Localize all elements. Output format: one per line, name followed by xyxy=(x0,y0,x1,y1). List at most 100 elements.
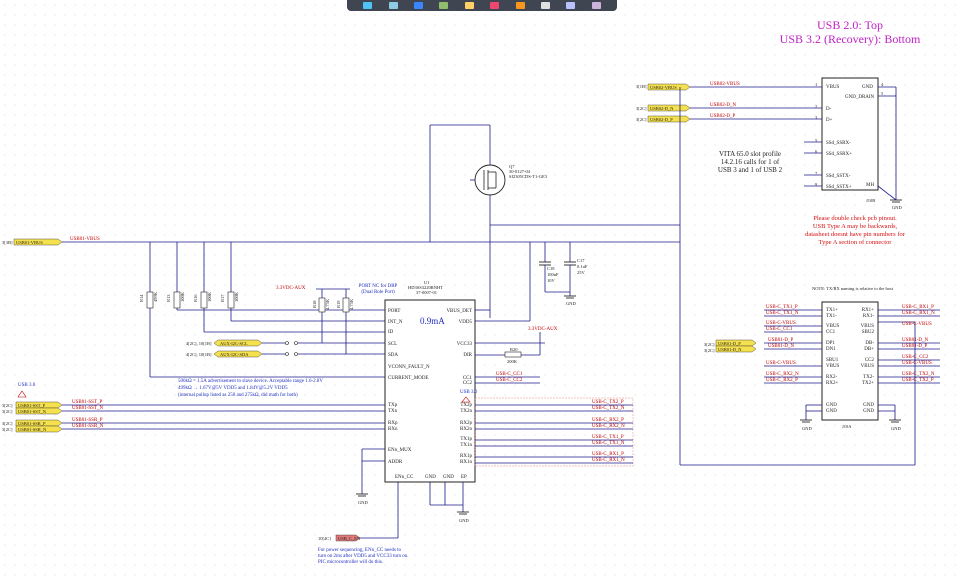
u1-hd3ss3220[interactable]: U1 HD3SS3220RNHT 37-0007-01 PORT INT_N I… xyxy=(384,280,476,483)
svg-text:GND: GND xyxy=(443,475,454,480)
jumper-j12[interactable] xyxy=(285,352,298,356)
net-label-aux-sda[interactable]: 4[2C], 10[1B] AUX-I2C-SDA xyxy=(186,350,263,358)
power-3v3-aux: 3.3VDC-AUX xyxy=(276,286,306,291)
bus-icon[interactable] xyxy=(439,2,449,9)
svg-text:GND: GND xyxy=(425,475,436,480)
svg-text:3[2C]: 3[2C] xyxy=(2,403,13,408)
svg-text:9: 9 xyxy=(815,182,818,187)
svg-text:INT_N: INT_N xyxy=(388,320,403,325)
svg-text:USB 3 and 1 of USB 2: USB 3 and 1 of USB 2 xyxy=(718,166,783,174)
svg-text:5: 5 xyxy=(815,138,818,143)
gnd-symbol: GND xyxy=(457,511,469,523)
svg-text:USB Type A may be backwards,: USB Type A may be backwards, xyxy=(813,223,898,230)
capacitor-c18[interactable]: C18 100uF 10V xyxy=(539,261,559,283)
net-label-sst-n[interactable]: 3[2C] USB01-SST_N USB01-SST_N xyxy=(2,406,104,415)
warning-note: Please double check pcb pinout. USB Type… xyxy=(805,215,906,246)
power-icon[interactable] xyxy=(490,2,500,9)
net-label-usb01-dp[interactable]: 3[2C] USB01-D_P USB01-D_P xyxy=(704,338,794,347)
svg-text:R18: R18 xyxy=(312,300,317,308)
jumper-j11[interactable] xyxy=(285,341,298,345)
svg-text:TX2+: TX2+ xyxy=(862,381,874,386)
svg-text:GND: GND xyxy=(863,403,874,408)
svg-text:(Dual Role Port): (Dual Role Port) xyxy=(361,290,395,295)
svg-text:5: 5 xyxy=(881,91,884,96)
svg-text:4.75K: 4.75K xyxy=(325,298,330,310)
svg-text:EP: EP xyxy=(461,475,467,480)
svg-text:USB-C_CC1: USB-C_CC1 xyxy=(766,327,793,332)
svg-text:GND: GND xyxy=(892,205,902,210)
component-icon[interactable] xyxy=(515,2,525,9)
svg-text:GND: GND xyxy=(826,409,837,414)
svg-text:6: 6 xyxy=(815,149,818,154)
text-icon[interactable] xyxy=(566,2,576,9)
svg-text:USB-C-VBUS: USB-C-VBUS xyxy=(766,361,796,366)
capacitor-c17[interactable]: C17 0.1uF 25V xyxy=(564,258,588,275)
resistor-r16[interactable]: R16 100K xyxy=(193,242,212,332)
gnd-symbol: GND xyxy=(564,292,576,306)
resistor-r20[interactable]: R20 200K xyxy=(504,347,522,364)
j10a-connector[interactable]: TX1+ TX1- VBUS CC1 DP1 DN1 SBU1 VBUS RX2… xyxy=(821,301,879,429)
svg-text:AUX-I2C-SCL: AUX-I2C-SCL xyxy=(220,341,248,346)
net-label-aux-scl[interactable]: 4[2C], 10[1B] AUX-I2C-SCL xyxy=(186,339,263,347)
net-label-usbc-en[interactable]: 10[4C] USB_C_EN xyxy=(318,534,361,542)
net-label-ssr-p[interactable]: 3[2C] USB01-SSR_P USB01-SSR_P xyxy=(2,418,103,427)
netlabel-icon[interactable] xyxy=(464,2,474,9)
current-mode-note: 500kΩ = 1.5A advertisement to slave devi… xyxy=(178,379,323,398)
svg-text:C17: C17 xyxy=(577,258,585,263)
net-label-usb01-dn[interactable]: 3[2C] USB01-D_N USB01-D_N xyxy=(704,344,795,353)
net-label-usb02-dn[interactable]: 3[2C] USB02-D_N USB02-D_N xyxy=(636,103,737,112)
svg-text:USB-C_RX2_P: USB-C_RX2_P xyxy=(766,378,798,383)
wire-icon[interactable] xyxy=(414,2,424,9)
svg-text:USB02-D_P: USB02-D_P xyxy=(650,117,673,122)
resistor-r17[interactable]: R17 100K xyxy=(220,242,239,321)
svg-text:CC1: CC1 xyxy=(463,376,473,381)
svg-text:USB01-D_N: USB01-D_N xyxy=(718,347,742,352)
settings-icon[interactable] xyxy=(591,2,601,9)
svg-text:R14: R14 xyxy=(139,294,144,302)
svg-text:RX2-: RX2- xyxy=(826,375,837,380)
svg-text:USB02-D_P: USB02-D_P xyxy=(710,114,736,119)
svg-text:TX1-: TX1- xyxy=(826,314,837,319)
sequencing-note: For power sequencing, ENn_CC needs to tu… xyxy=(318,548,409,565)
net-label-usb02-vbus[interactable]: 3[1B] USB02-VBUS USB02-VBUS xyxy=(636,82,740,91)
svg-text:USB-C-VBUS: USB-C-VBUS xyxy=(766,321,796,326)
svg-text:CC2: CC2 xyxy=(463,381,473,386)
svg-text:VBUS: VBUS xyxy=(826,85,840,90)
svg-text:GND: GND xyxy=(826,403,837,408)
svg-text:37-0007-01: 37-0007-01 xyxy=(416,290,437,295)
svg-text:C18: C18 xyxy=(547,266,555,271)
cursor-icon[interactable] xyxy=(363,2,373,9)
net-label-sst-p[interactable]: 3[2C] USB01-SST_P USB01-SST_P xyxy=(2,400,103,409)
resistor-r13[interactable]: R13 100K xyxy=(166,242,185,310)
resistor-r18[interactable]: R18 4.75K xyxy=(312,289,330,343)
sheet-icon[interactable] xyxy=(540,2,550,9)
svg-text:R20: R20 xyxy=(510,347,518,352)
svg-text:RX2+: RX2+ xyxy=(826,381,838,386)
resistor-r19[interactable]: R19 4.75K xyxy=(336,289,354,354)
tx-rx-note: NOTE: TX/RX naming is relative to the ho… xyxy=(812,286,894,291)
svg-text:GND: GND xyxy=(891,426,901,431)
svg-text:4[2C], 10[1B]: 4[2C], 10[1B] xyxy=(186,341,212,347)
svg-text:0.1uF: 0.1uF xyxy=(577,264,588,269)
net-label-ssr-n[interactable]: 3[2C] USB01-SSR_N USB01-SSR_N xyxy=(2,424,104,433)
svg-text:USB01-SSR_N: USB01-SSR_N xyxy=(72,424,104,429)
svg-text:3[2C]: 3[2C] xyxy=(2,427,13,432)
net-label-usb02-dp[interactable]: 3[2C] USB02-D_P USB02-D_P xyxy=(636,114,736,123)
svg-text:4: 4 xyxy=(881,82,884,87)
svg-text:VCC33: VCC33 xyxy=(457,342,473,347)
svg-text:SBU1: SBU1 xyxy=(826,358,839,363)
j10b-connector[interactable]: VBUS D- D+ SSd_SSRX- SSd_SSRX+ SSd_SSTX-… xyxy=(815,77,884,203)
svg-text:7: 7 xyxy=(815,171,818,176)
net-label-usb01-vbus[interactable]: 3[3B] USB01-VBUS USB01-VBUS xyxy=(2,237,100,246)
svg-text:CC1: CC1 xyxy=(826,330,836,335)
svg-text:USB-C_TX2_P: USB-C_TX2_P xyxy=(592,400,624,405)
svg-text:TX1+: TX1+ xyxy=(826,308,838,313)
plus-icon[interactable] xyxy=(388,2,398,9)
svg-text:USB-C-VBUS: USB-C-VBUS xyxy=(902,322,932,327)
svg-text:3[2C]: 3[2C] xyxy=(704,342,715,347)
resistor-r14[interactable]: R14 499K xyxy=(139,242,158,377)
svg-text:USB01-D_P: USB01-D_P xyxy=(718,341,741,346)
q7-mosfet[interactable]: Q7 30-0127-04 SI2305CDS-T1-GE3 xyxy=(474,164,548,196)
svg-text:RXn: RXn xyxy=(388,427,398,432)
svg-text:3[2C]: 3[2C] xyxy=(2,421,13,426)
